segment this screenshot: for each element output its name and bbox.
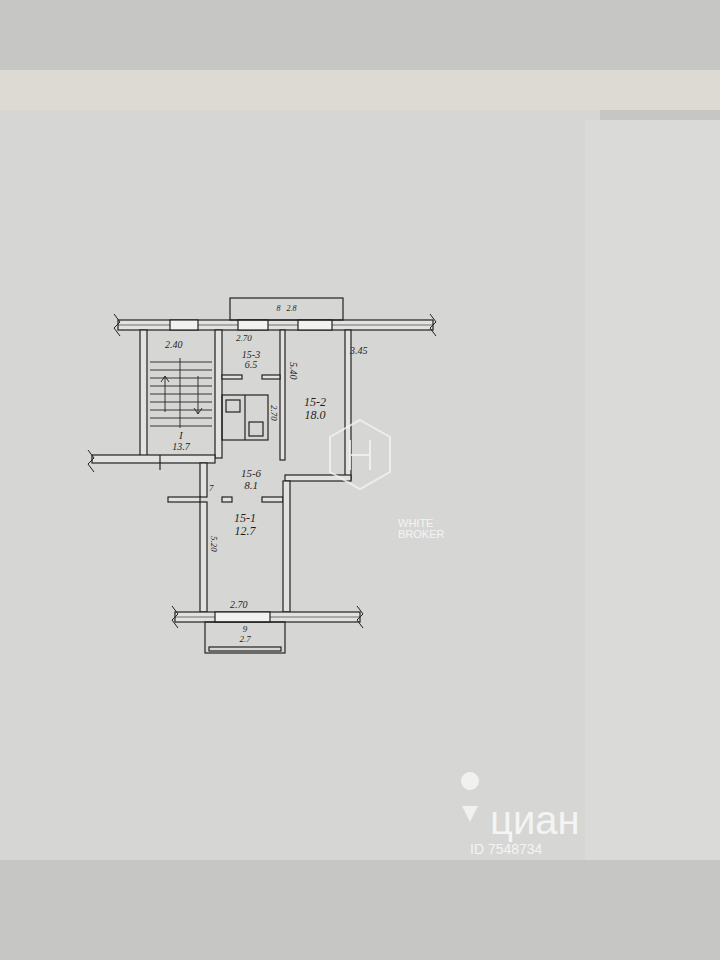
dimension: 2.70 — [236, 334, 252, 343]
room-number: 15-2 — [304, 396, 326, 409]
paper-edge — [0, 70, 720, 110]
paper-flap — [585, 120, 720, 860]
dimension: 2.40 — [165, 340, 183, 350]
dimension: 5.40 — [288, 362, 298, 380]
room-area: 15-36.5 — [222, 346, 280, 374]
walls — [92, 298, 433, 653]
room-area-value: 13.7 — [172, 442, 190, 453]
dimension: 3.45 — [350, 346, 368, 356]
room-area-value: 2.8 — [287, 305, 297, 313]
tracing-paper — [0, 70, 600, 860]
room-area-value: 8.1 — [244, 480, 258, 492]
room-area: 15-112.7 — [207, 504, 283, 546]
room-number: I — [179, 431, 182, 442]
room-area: 15-68.1 — [222, 463, 280, 496]
room-area-value: 12.7 — [235, 525, 256, 538]
room-area-value: 18.0 — [305, 409, 326, 422]
break-marks — [88, 314, 436, 628]
watermark: циан — [490, 800, 580, 840]
room-area-value: 6.5 — [245, 360, 258, 371]
stairs — [150, 358, 212, 428]
room-number: 8 — [277, 305, 281, 313]
cian-logo — [461, 772, 479, 822]
watermark: WHITE BROKER — [398, 518, 468, 540]
dimension: 2.70 — [230, 600, 248, 610]
room-area: 82.8 — [232, 300, 341, 318]
watermark: ID 7548734 — [470, 842, 542, 856]
room-number: 9 — [243, 625, 248, 634]
dimension: 2.70 — [269, 405, 278, 421]
room-area: 15-218.0 — [285, 388, 345, 430]
dimension: 7 — [209, 484, 214, 493]
room-number: 15-1 — [234, 512, 256, 525]
room-area: 92.7 — [207, 623, 283, 646]
watermark-logo — [330, 420, 390, 489]
dimension: 5.20 — [209, 536, 218, 552]
room-area-value: 2.7 — [239, 635, 250, 644]
room-area: I13.7 — [147, 429, 215, 454]
room-number: 15-6 — [241, 468, 261, 480]
room-number: 15-3 — [242, 350, 260, 361]
